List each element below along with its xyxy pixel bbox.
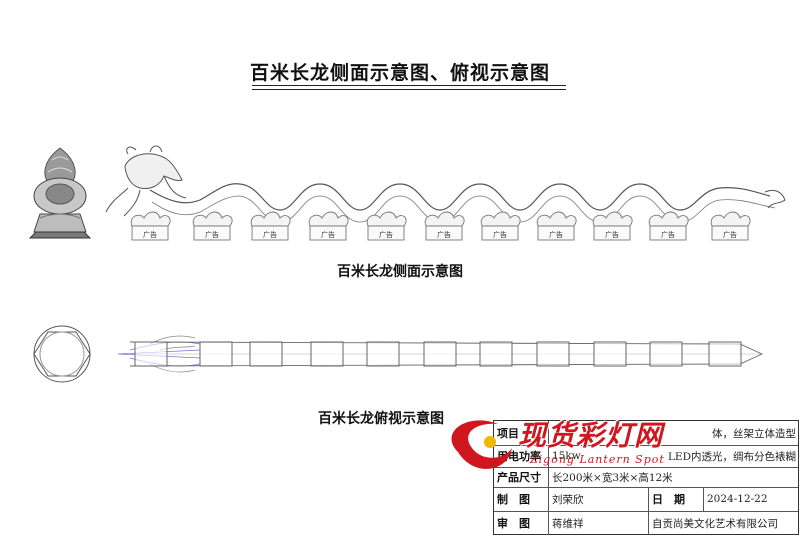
- pedestal-segment: [593, 341, 627, 367]
- advertising-base: 广告: [424, 211, 465, 241]
- title-underline: [252, 85, 566, 86]
- drawing-title: 百米长龙侧面示意图、俯视示意图: [249, 62, 550, 84]
- dragon-tail: [764, 189, 786, 209]
- row-label: 项目: [494, 421, 549, 445]
- watermark-subtitle: Zigong Lantern Spot: [530, 453, 665, 466]
- title-row-size: 产品尺寸 长200米×宽3米×高12米: [494, 467, 798, 488]
- advertising-base: 广告: [308, 211, 349, 241]
- row-value: 2024-12-22: [707, 493, 768, 505]
- row-value: 体，丝架立体造型: [712, 427, 796, 440]
- side-view-caption: 百米长龙侧面示意图: [337, 264, 463, 280]
- pedestal-segment: [249, 341, 283, 367]
- title-row-project: 项目 体，丝架立体造型: [494, 421, 798, 446]
- advertising-base: 广告: [366, 211, 407, 241]
- pearl-lantern: [28, 147, 92, 239]
- pedestal-segment: [199, 341, 233, 367]
- dragon-body: [149, 183, 771, 211]
- pearl-top-outline: [33, 325, 91, 383]
- watermark-logo: [451, 420, 512, 469]
- row-value: 自贡尚美文化艺术有限公司: [652, 517, 778, 530]
- base-label: 广告: [661, 230, 675, 239]
- logo-swirl: [451, 420, 512, 469]
- advertising-base: 广告: [480, 211, 521, 241]
- pedestal-segment: [479, 341, 513, 367]
- title-block: 项目 体，丝架立体造型 用电功率 15kw LED内透光，绸布分色裱糊 产品尺寸…: [493, 420, 799, 535]
- pedestal-segment: [366, 341, 400, 367]
- advertising-base: 广告: [592, 211, 633, 241]
- advertising-base: 广告: [536, 211, 577, 241]
- advertising-base: 广告: [710, 211, 751, 241]
- row-label: 日 期: [649, 487, 704, 511]
- dragon-side-view: 广告 广告 广告 广告 广告 广告 广告 广告 广告 广告 广告: [28, 145, 786, 241]
- pedestal-segment: [536, 341, 570, 367]
- logo-dot: [484, 436, 496, 448]
- base-label: 广告: [205, 230, 219, 239]
- base-label: 广告: [321, 230, 335, 239]
- title-row-power: 用电功率 15kw LED内透光，绸布分色裱糊: [494, 445, 798, 468]
- title-row-drafter: 制 图 刘荣欣 日 期 2024-12-22: [494, 487, 798, 512]
- base-label: 广告: [263, 230, 277, 239]
- advertising-base: 广告: [130, 211, 171, 241]
- base-label: 广告: [605, 230, 619, 239]
- row-value: 15kw: [552, 450, 581, 462]
- title-underline: [252, 89, 566, 90]
- pedestal-segment: [708, 341, 742, 367]
- advertising-base: 广告: [250, 211, 291, 241]
- row-label: 产品尺寸: [494, 467, 549, 487]
- title-row-reviewer: 审 图 蒋维祥 自贡尚美文化艺术有限公司: [494, 511, 798, 535]
- row-value: 刘荣欣: [549, 487, 649, 511]
- watermark-brand: 现货彩灯网: [518, 419, 664, 452]
- base-label: 广告: [723, 230, 737, 239]
- dragon-top-view: [33, 325, 764, 383]
- row-value: 长200米×宽3米×高12米: [552, 471, 673, 484]
- pedestal-segment: [649, 341, 683, 367]
- dragon-head: [105, 145, 187, 217]
- row-value: LED内透光，绸布分色裱糊: [667, 450, 796, 463]
- row-label: 审 图: [494, 511, 549, 535]
- row-label: 制 图: [494, 487, 549, 511]
- base-label: 广告: [437, 230, 451, 239]
- pedestal-segment: [423, 341, 457, 367]
- advertising-base: 广告: [192, 211, 233, 241]
- base-label: 广告: [549, 230, 563, 239]
- pedestal-segment: [134, 341, 168, 367]
- base-label: 广告: [143, 230, 157, 239]
- pedestal-segment: [310, 341, 344, 367]
- row-value: 蒋维祥: [549, 511, 649, 535]
- advertising-base: 广告: [648, 211, 689, 241]
- base-label: 广告: [379, 230, 393, 239]
- dragon-belly-line: [151, 195, 776, 223]
- base-label: 广告: [493, 230, 507, 239]
- top-view-caption: 百米长龙俯视示意图: [318, 411, 444, 427]
